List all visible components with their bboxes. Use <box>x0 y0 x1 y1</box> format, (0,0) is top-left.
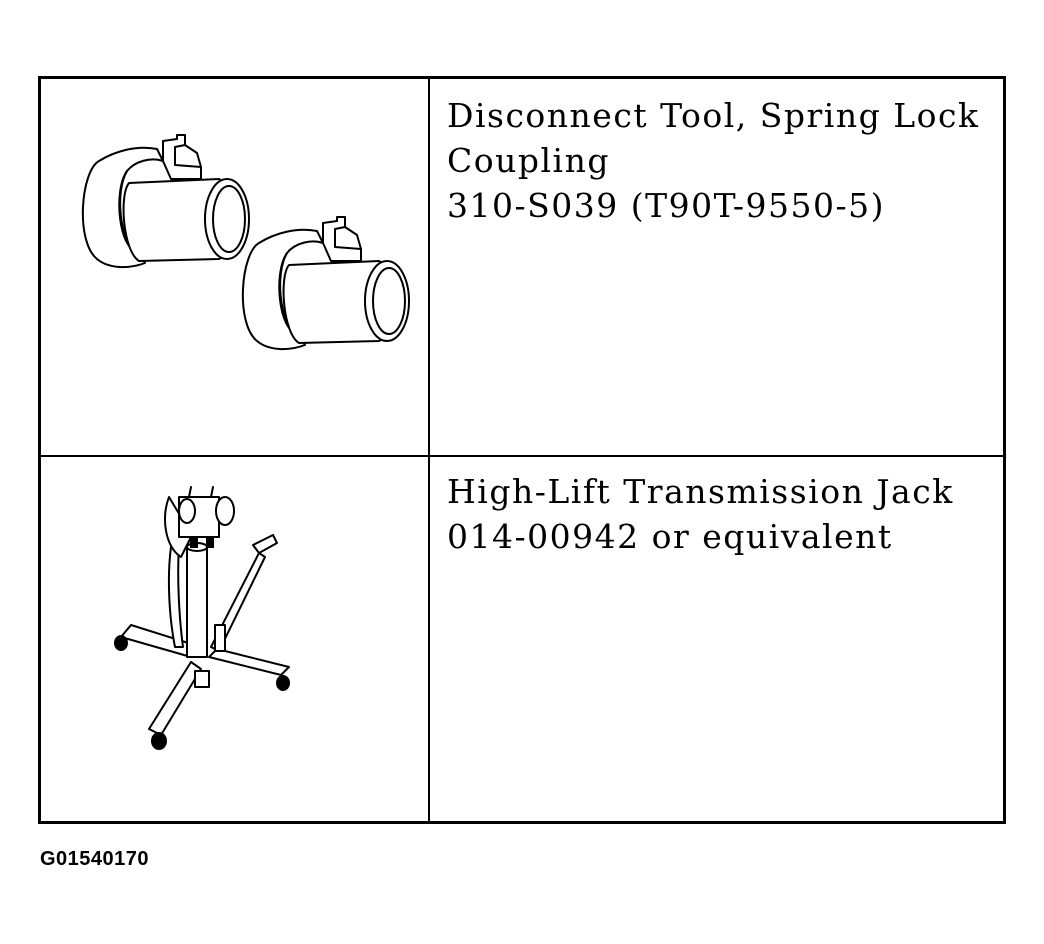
tool-row-disconnect-tool: Disconnect Tool, Spring Lock Coupling 31… <box>41 79 1003 457</box>
tool-name-line: Coupling <box>447 141 610 180</box>
tool-image-cell <box>41 79 428 455</box>
tool-description-cell: Disconnect Tool, Spring Lock Coupling 31… <box>447 93 997 228</box>
tool-description-cell: High-Lift Transmission Jack 014-00942 or… <box>447 469 997 559</box>
column-divider <box>428 457 430 821</box>
column-divider <box>428 79 430 455</box>
tool-name-line: High-Lift Transmission Jack <box>447 472 954 511</box>
transmission-jack-icon <box>114 486 290 750</box>
special-tools-table: Disconnect Tool, Spring Lock Coupling 31… <box>38 76 1006 824</box>
tool-name-line: Disconnect Tool, Spring Lock <box>447 96 980 135</box>
tool-part-number: 310-S039 (T90T-9550-5) <box>447 186 886 225</box>
tool-image-cell <box>41 457 428 821</box>
figure-code: G01540170 <box>40 848 150 870</box>
tool-part-number: 014-00942 or equivalent <box>447 517 893 556</box>
spring-lock-disconnect-tool-icon <box>81 134 410 351</box>
tool-row-transmission-jack: High-Lift Transmission Jack 014-00942 or… <box>41 457 1003 821</box>
